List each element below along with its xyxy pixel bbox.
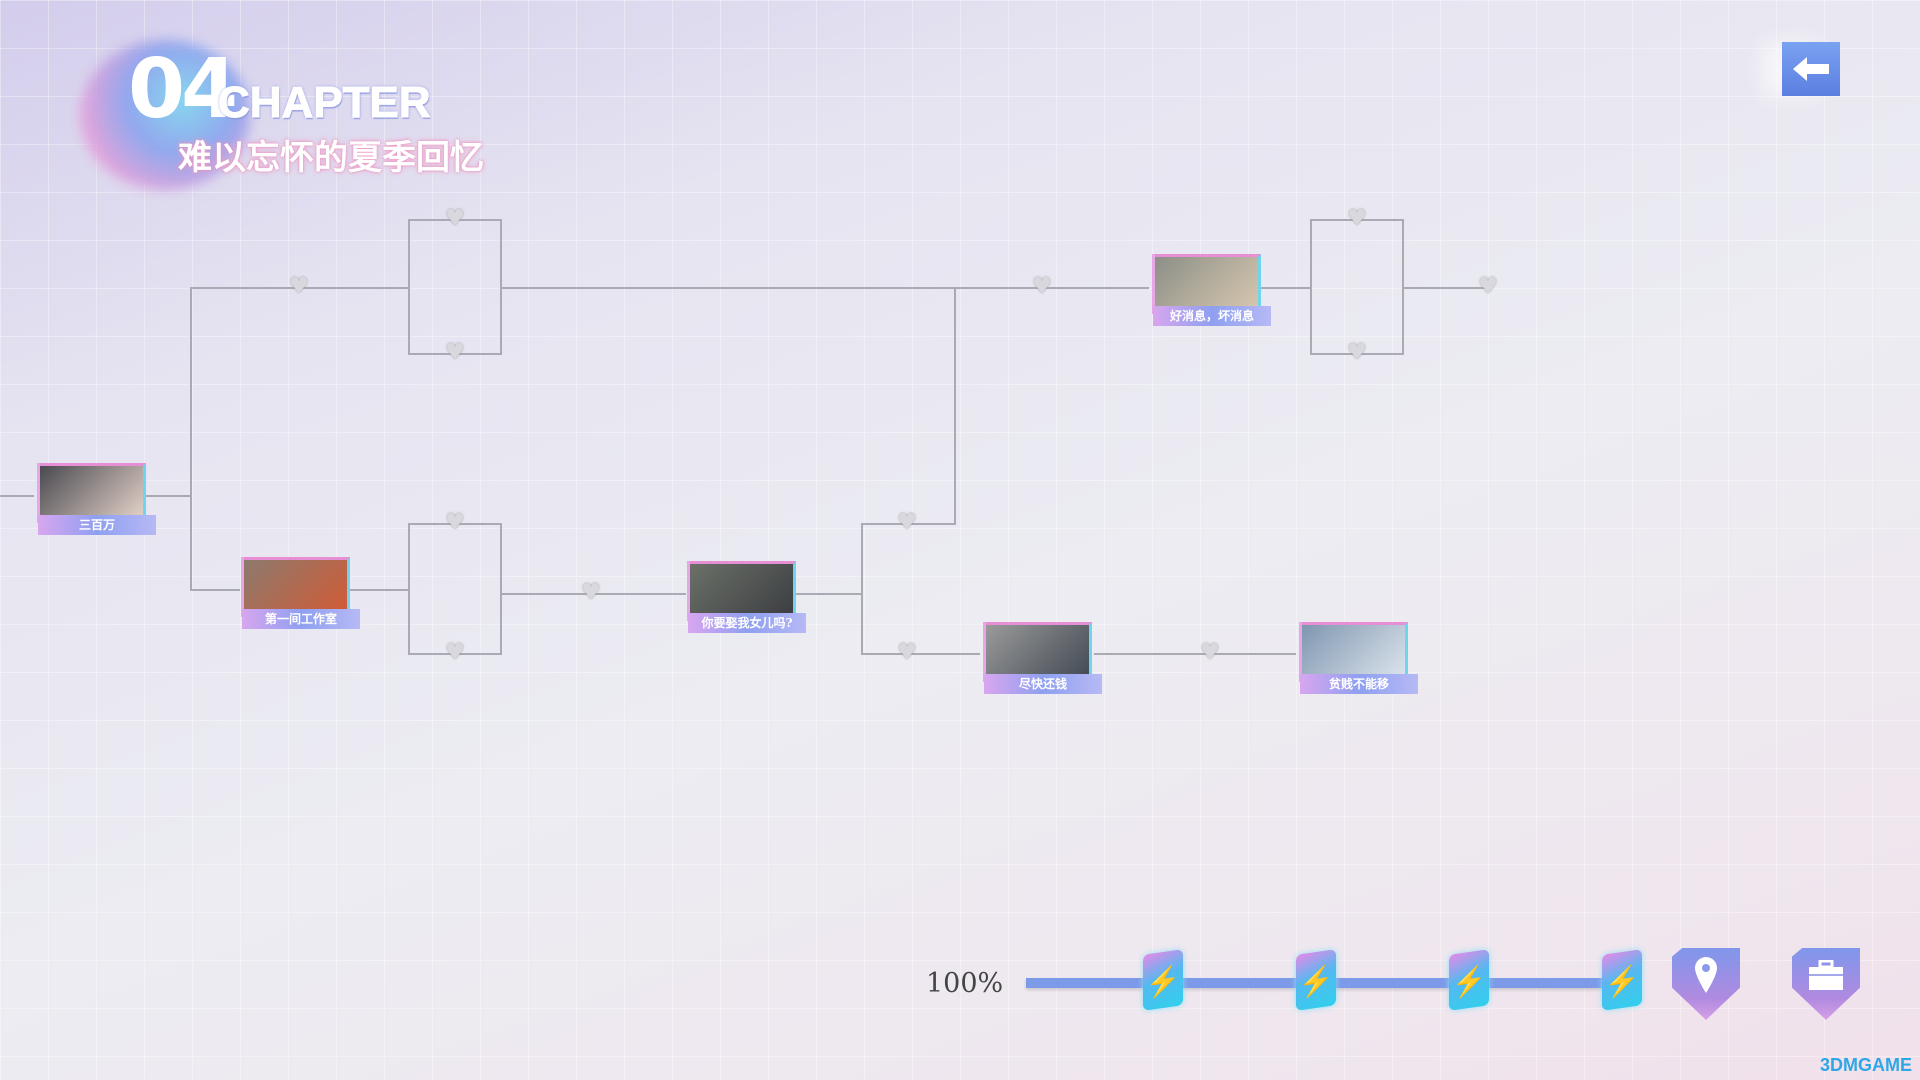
- heart-node[interactable]: ♥: [1347, 206, 1367, 231]
- heart-node[interactable]: ♥: [1478, 274, 1498, 299]
- heart-node[interactable]: ♥: [897, 510, 917, 535]
- battery-icon[interactable]: ⚡: [1449, 949, 1489, 1011]
- scene-thumbnail: [244, 557, 350, 617]
- chapter-glow: [80, 40, 250, 190]
- heart-node[interactable]: ♥: [445, 340, 465, 365]
- chapter-label: CHAPTER: [218, 78, 432, 128]
- heart-node[interactable]: ♥: [581, 580, 601, 605]
- heart-node[interactable]: ♥: [1032, 274, 1052, 299]
- watermark: 3DMGAME: [1819, 1055, 1912, 1075]
- story-node[interactable]: 尽快还钱: [980, 618, 1102, 694]
- battery-icon[interactable]: ⚡: [1296, 949, 1336, 1011]
- heart-node[interactable]: ♥: [289, 274, 309, 299]
- scene-thumbnail: [690, 561, 796, 621]
- back-button[interactable]: [1782, 42, 1840, 96]
- node-caption: 贫贱不能移: [1300, 674, 1418, 694]
- battery-icon[interactable]: ⚡: [1143, 949, 1183, 1011]
- heart-node[interactable]: ♥: [445, 206, 465, 231]
- story-node[interactable]: 第一间工作室: [238, 553, 360, 629]
- heart-node[interactable]: ♥: [445, 510, 465, 535]
- story-node[interactable]: 好消息，坏消息: [1149, 250, 1271, 326]
- story-node[interactable]: 贫贱不能移: [1296, 618, 1418, 694]
- chapter-number: 04: [128, 42, 238, 137]
- story-node[interactable]: 你要娶我女儿吗?: [684, 557, 806, 633]
- heart-node[interactable]: ♥: [1200, 640, 1220, 665]
- node-caption: 好消息，坏消息: [1153, 306, 1271, 326]
- scene-thumbnail: [1302, 622, 1408, 682]
- node-caption: 你要娶我女儿吗?: [688, 613, 806, 633]
- scene-thumbnail: [986, 622, 1092, 682]
- heart-node[interactable]: ♥: [897, 640, 917, 665]
- story-node[interactable]: 三百万: [34, 459, 156, 535]
- node-caption: 三百万: [38, 515, 156, 535]
- chapter-title: 难以忘怀的夏季回忆: [178, 138, 484, 178]
- heart-node[interactable]: ♥: [1347, 340, 1367, 365]
- battery-icon[interactable]: ⚡: [1602, 949, 1642, 1011]
- heart-node[interactable]: ♥: [445, 640, 465, 665]
- progress-percent: 100%: [926, 968, 1004, 999]
- scene-thumbnail: [40, 463, 146, 523]
- node-caption: 第一间工作室: [242, 609, 360, 629]
- arrow-left-icon: [1793, 57, 1829, 81]
- map-pin-icon: [1695, 957, 1717, 993]
- scene-thumbnail: [1155, 254, 1261, 314]
- briefcase-icon: [1809, 960, 1843, 990]
- node-caption: 尽快还钱: [984, 674, 1102, 694]
